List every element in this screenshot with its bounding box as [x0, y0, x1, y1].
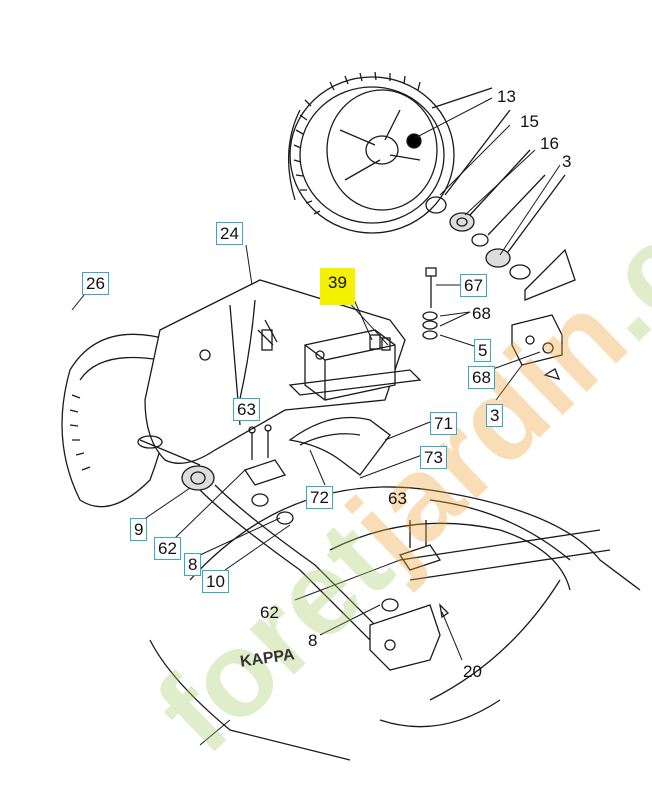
adjuster-plate [511, 248, 576, 380]
part-label-39: 39 [320, 268, 355, 305]
part-label-20: 20 [463, 662, 482, 681]
part-label-24: 24 [216, 222, 243, 245]
height-plate [369, 598, 450, 671]
part-label-8-bottom: 8 [308, 631, 318, 650]
bearing-set [425, 109, 566, 280]
part-label-16: 16 [540, 134, 559, 153]
front-axle [137, 435, 391, 651]
part-label-73: 73 [420, 446, 447, 469]
part-label-26: 26 [82, 272, 109, 295]
bracket-62-bottom [398, 520, 442, 571]
part-label-3-bottom: 3 [486, 404, 504, 427]
bolt-67 [422, 267, 438, 340]
wheel-hub-dot [406, 133, 422, 149]
part-label-71: 71 [430, 412, 457, 435]
part-label-10: 10 [202, 570, 229, 593]
part-label-63-top: 63 [233, 398, 260, 421]
part-label-3-top: 3 [562, 152, 572, 171]
part-label-8-top: 8 [184, 553, 202, 576]
rear-wheel [287, 71, 493, 234]
part-label-62-bottom: 62 [260, 603, 279, 622]
part-label-9: 9 [130, 518, 148, 541]
part-label-72: 72 [306, 486, 333, 509]
leader-lines [71, 97, 561, 746]
bracket-62-top [243, 424, 287, 486]
part-label-5: 5 [474, 339, 492, 362]
part-label-15: 15 [520, 112, 539, 131]
belt-shield [288, 416, 391, 476]
part-label-63-bottom: 63 [388, 489, 407, 508]
part-label-68-top: 68 [472, 304, 491, 323]
part-label-62-top: 62 [154, 537, 181, 560]
part-label-67: 67 [460, 274, 487, 297]
front-wheel [61, 333, 174, 508]
part-label-68-bottom: 68 [468, 366, 495, 389]
part-label-13: 13 [497, 87, 516, 106]
mower-deck [149, 486, 641, 761]
gearbox [288, 329, 422, 401]
